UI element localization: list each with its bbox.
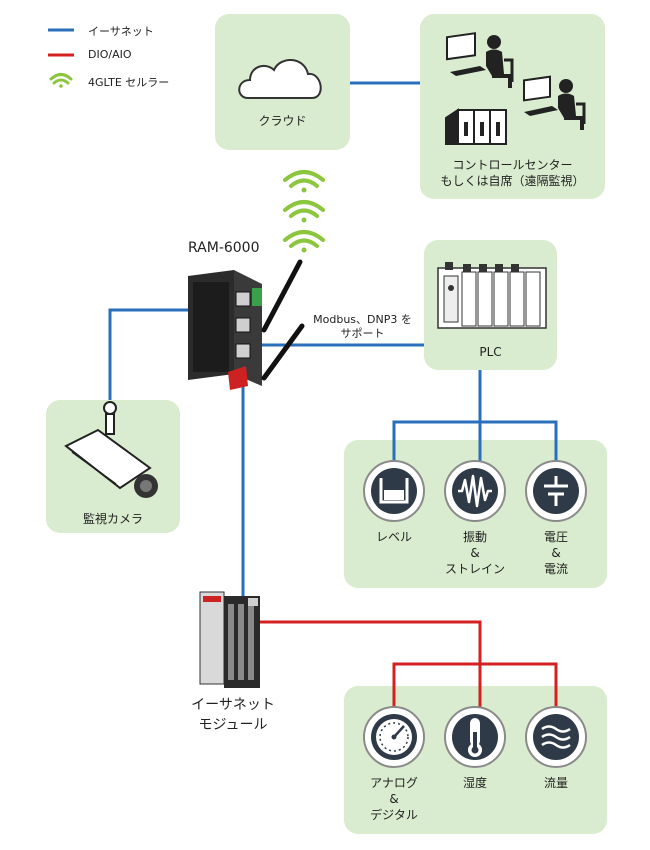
dio-links [258,620,558,712]
analog-label-line1: アナログ [370,776,418,790]
gauge-icon [376,719,412,755]
gateway-title: RAM-6000 [188,240,260,256]
module-label-line2: モジュール [198,717,268,733]
vibration-label-line2: & [470,546,480,560]
vibration-icon [458,474,492,508]
humidity-label: 湿度 [462,776,487,790]
voltage-label-line1: 電圧 [543,530,568,544]
security-camera-icon [64,401,158,498]
camera-label: 監視カメラ [82,512,143,526]
legend-cellular-label: 4GLTE セルラー [88,76,170,89]
flow-waves-icon [541,725,571,749]
operators-icon [445,32,586,145]
legend-ethernet-label: イーサネット [88,25,154,38]
thermometer-icon [468,718,482,757]
vibration-label-line1: 振動 [462,530,487,544]
analog-label-line2: & [389,792,399,806]
plc-label: PLC [479,345,502,359]
control-center-label-line1: コントロールセンター [452,158,573,172]
cloud-label: クラウド [258,114,307,128]
vibration-label-line3: ストレイン [444,562,505,576]
protocol-note-line2: サポート [340,327,385,340]
cellular-signal-dots [301,187,307,253]
voltage-icon [544,476,568,506]
voltage-label-line3: 電流 [543,562,568,576]
sensor-inner [371,468,579,760]
gateway-device [188,259,305,390]
analog-label-line3: デジタル [370,808,418,822]
cloud-icon [238,59,322,99]
legend-cellular-icon [49,73,73,88]
module-label-line1: イーサネット [191,697,275,713]
level-icon [379,478,409,504]
cellular-signal-icon [283,170,325,248]
plc-icon [437,262,547,329]
voltage-label-line2: & [551,546,561,560]
protocol-note-line1: Modbus、DNP3 を [313,313,412,326]
legend-dio-label: DIO/AIO [88,48,132,61]
ethernet-module-device [199,591,260,688]
level-label: レベル [375,530,412,544]
control-center-label-line2: もしくは自席（遠隔監視） [440,174,585,188]
flow-label: 流量 [543,776,568,790]
